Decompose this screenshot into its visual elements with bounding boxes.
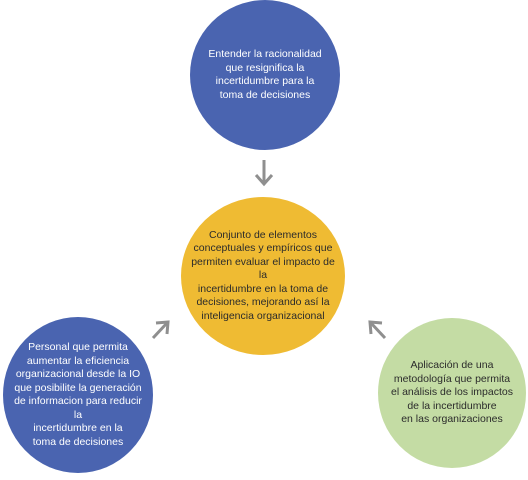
arrow-left-to-center (151, 320, 170, 340)
arrow-top-to-center (254, 160, 274, 187)
node-understand-rationality: Entender la racionalidad que resignifica… (190, 0, 340, 150)
node-conceptual-elements: Conjunto de elementos conceptuales y emp… (181, 197, 345, 355)
node-personnel-text: Personal que permita aumentar la eficien… (14, 341, 142, 448)
node-methodology: Aplicación de una metodología que permit… (378, 318, 526, 468)
node-understand-rationality-text: Entender la racionalidad que resignifica… (208, 48, 322, 101)
arrow-right-to-center (368, 320, 387, 340)
node-methodology-text: Aplicación de una metodología que permit… (391, 359, 513, 426)
node-personnel: Personal que permita aumentar la eficien… (3, 317, 153, 473)
node-conceptual-elements-text: Conjunto de elementos conceptuales y emp… (191, 228, 335, 322)
